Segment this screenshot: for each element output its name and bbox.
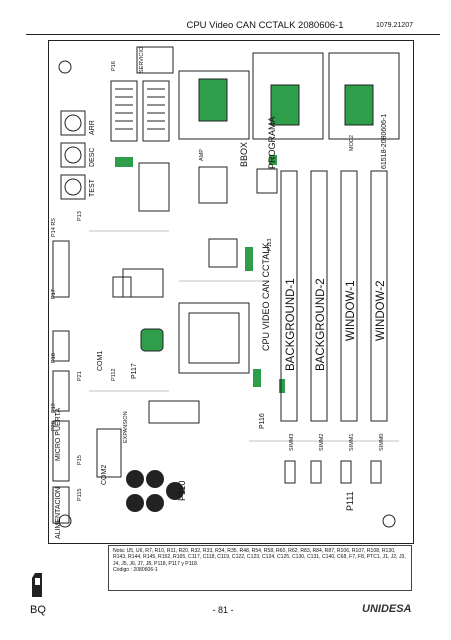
chip-icon xyxy=(256,168,278,194)
page-title: CPU Video CAN CCTALK 2080606-1 xyxy=(186,20,344,31)
edge-label-p110: P110 xyxy=(177,480,187,501)
cpu-label: CPU VIDEO CAN CCTALK xyxy=(261,242,271,351)
connector-label-p18: P18 xyxy=(51,353,57,363)
connector-icon xyxy=(52,330,70,362)
cpu-chip-icon xyxy=(178,302,250,374)
arcade-cabinet-icon xyxy=(32,573,42,597)
switch-label-desc: DESC xyxy=(89,147,96,167)
jumper-icon xyxy=(310,460,322,484)
chip-icon xyxy=(198,166,228,204)
resistor-pack-icon xyxy=(112,276,132,298)
button-desc-icon xyxy=(60,142,86,168)
edge-label-micro-puerta: MICRO PUERTA xyxy=(55,407,62,461)
dip-switch-icon xyxy=(142,80,170,142)
capacitor-icon xyxy=(146,470,164,488)
program-label: PROGRAMA xyxy=(267,116,277,169)
mounting-hole-icon xyxy=(58,60,72,74)
connector-label-p112: P112 xyxy=(111,368,117,381)
connector-label-p21: P21 xyxy=(77,371,83,381)
chip-icon xyxy=(344,84,374,126)
bbox-label: BBOX xyxy=(239,141,249,167)
led-array-icon xyxy=(115,157,133,167)
socket-icon xyxy=(252,52,324,140)
part-number-label: 61518-2080606-1 xyxy=(381,113,388,169)
jumper-icon xyxy=(340,460,352,484)
connector-label-p15: P15 xyxy=(77,455,83,465)
connector-label-p14: P14 RS xyxy=(51,218,57,237)
document-reference: 1079.21207 xyxy=(376,22,413,29)
edge-label-com2: COM2 xyxy=(101,464,108,485)
chip-icon xyxy=(270,84,300,126)
edge-label-expansion: EXPANSION xyxy=(123,411,129,443)
button-test-icon xyxy=(60,174,86,200)
connector-label-p13: P13 xyxy=(77,211,83,221)
connector-icon xyxy=(52,370,70,412)
connector-label-p28: P28 xyxy=(51,421,57,431)
dip-switch-icon xyxy=(110,80,138,142)
chip-icon xyxy=(122,268,164,298)
connector-label-p16: P16 xyxy=(111,61,117,71)
switch-label-test: TEST xyxy=(89,179,96,197)
connector-label-p115: P115 xyxy=(77,488,83,501)
edge-label-p116: P116 xyxy=(259,413,266,429)
button-arr-icon xyxy=(60,110,86,136)
chip-icon xyxy=(198,78,228,122)
connector-icon xyxy=(52,420,70,482)
component-icon xyxy=(279,379,285,393)
circuit-board-diagram: 61518-2080606-1 PROGRAMA BBOX MOD2 BACKG… xyxy=(48,40,414,544)
edge-label-com1: COM1 xyxy=(97,350,104,371)
note-code: Código : 2080606-1 xyxy=(113,566,158,573)
chip-icon xyxy=(138,162,170,212)
memory-slot-icon xyxy=(370,170,388,422)
jumper-icon xyxy=(370,460,382,484)
component-icon xyxy=(269,155,277,165)
board-drawing xyxy=(52,46,400,528)
bank-label-window-1: WINDOW-1 xyxy=(345,280,357,341)
chip-icon xyxy=(208,238,238,268)
connector-label-p19: P19 xyxy=(51,403,57,413)
component-icon xyxy=(245,247,253,271)
connector-icon xyxy=(96,428,122,478)
connector-label-p17: P17 xyxy=(51,289,57,299)
chip-icon xyxy=(148,400,200,424)
page-number: - 81 - xyxy=(212,605,234,615)
brand-logo: UNIDESA xyxy=(362,603,412,615)
connector-label-p113: P113 xyxy=(267,238,273,251)
capacitor-icon xyxy=(146,494,164,512)
mod2-label: MOD2 xyxy=(349,135,355,151)
mounting-hole-icon xyxy=(382,514,396,528)
header-rule xyxy=(26,34,440,35)
connector-icon xyxy=(52,240,70,298)
servicio-label: SERVICIO xyxy=(139,46,145,73)
footer-series-label: BQ xyxy=(30,604,46,616)
slot-label-simm0: SIMM0 xyxy=(379,433,385,451)
component-icon xyxy=(253,369,261,387)
capacitor-icon xyxy=(126,470,144,488)
connector-icon xyxy=(52,486,70,524)
assembly-note: Nota: U5, U6, R7, R10, R11, R20, R32, R3… xyxy=(108,545,412,591)
edge-label-alimentacion: ALIMENTACION xyxy=(55,487,62,539)
slot-label-simm1: SIMM1 xyxy=(349,433,355,451)
mounting-hole-icon xyxy=(58,514,72,528)
servicio-connector-icon xyxy=(136,46,174,74)
edge-label-amp: AMP xyxy=(199,149,205,161)
socket-icon xyxy=(178,70,250,140)
crystal-icon xyxy=(140,328,164,352)
slot-label-simm2: SIMM2 xyxy=(319,433,325,451)
capacitor-icon xyxy=(126,494,144,512)
bank-label-background-1: BACKGROUND-1 xyxy=(285,278,297,371)
bank-label-window-2: WINDOW-2 xyxy=(375,280,387,341)
socket-icon xyxy=(328,52,400,140)
slot-label-simm3: SIMM3 xyxy=(289,433,295,451)
bank-label-background-2: BACKGROUND-2 xyxy=(315,278,327,371)
note-text: Nota: U5, U6, R7, R10, R11, R20, R32, R3… xyxy=(113,548,406,567)
edge-label-p117: P117 xyxy=(131,363,138,379)
memory-slot-icon xyxy=(310,170,328,422)
edge-label-p111: P111 xyxy=(345,491,355,511)
memory-slot-icon xyxy=(340,170,358,422)
memory-slot-icon xyxy=(280,170,298,422)
switch-label-arr: ARR xyxy=(89,120,96,135)
jumper-icon xyxy=(284,460,296,484)
capacitor-icon xyxy=(166,482,184,500)
